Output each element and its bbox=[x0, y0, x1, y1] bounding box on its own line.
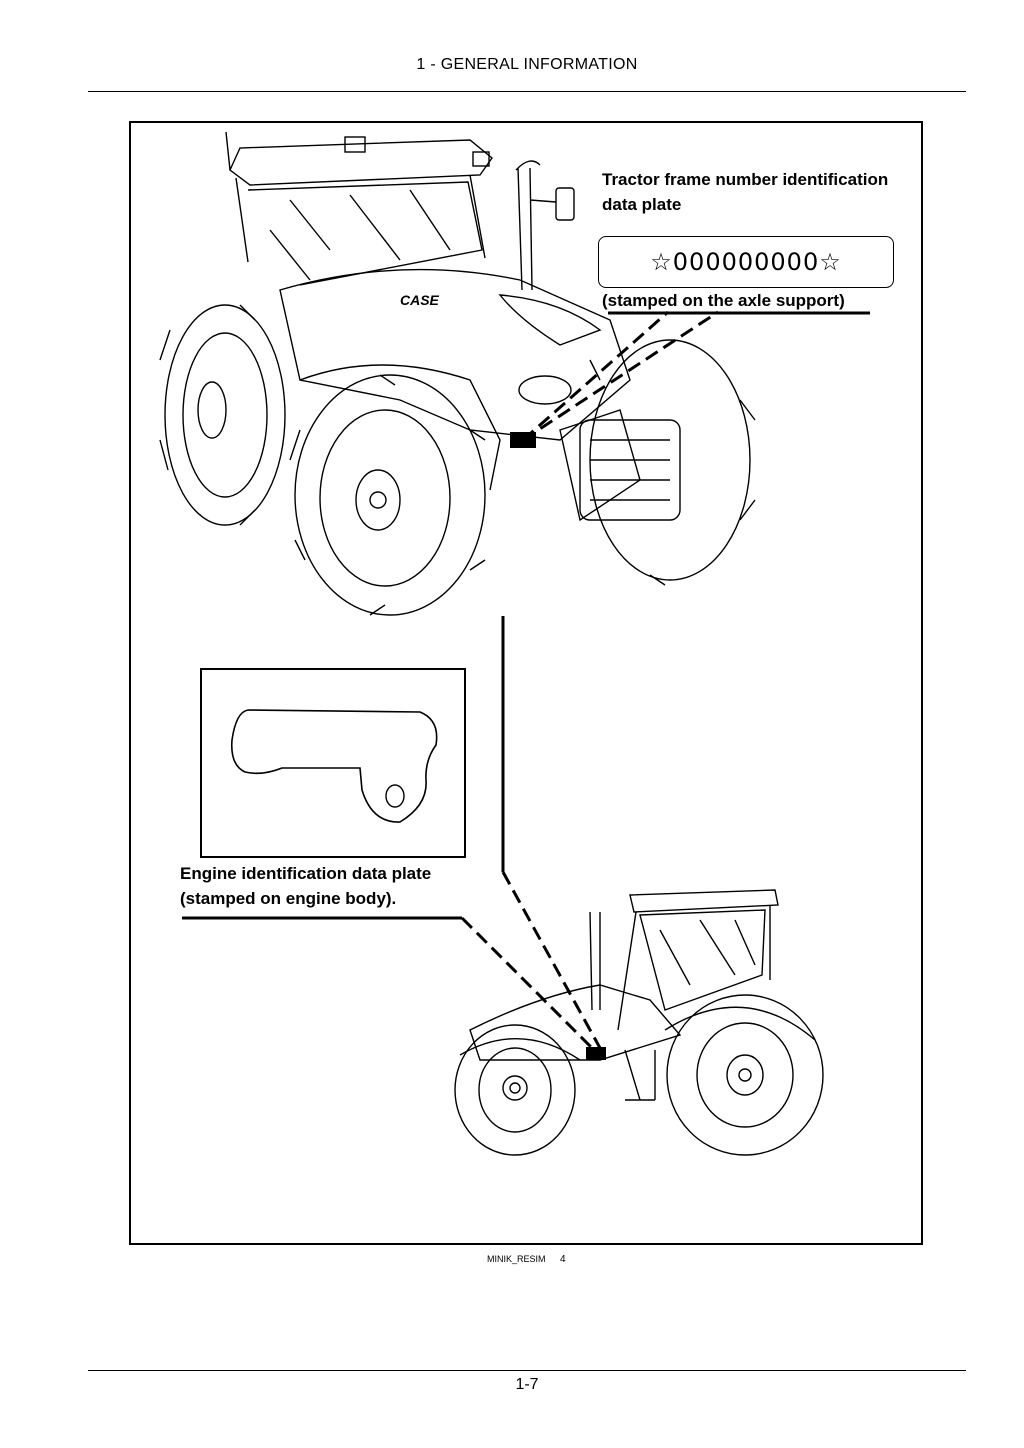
page-number: 1-7 bbox=[515, 1376, 539, 1393]
axle-support-note: (stamped on the axle support) bbox=[602, 291, 845, 310]
figure-reference: MINIK_RESIM bbox=[487, 1254, 546, 1264]
engine-plate-shape bbox=[230, 709, 438, 823]
frame-plate-caption-line2: data plate bbox=[602, 195, 682, 214]
header-rule bbox=[88, 91, 966, 92]
page-header-title: 1 - GENERAL INFORMATION bbox=[416, 56, 638, 73]
serial-number-plate: ☆000000000☆ bbox=[598, 236, 894, 288]
footer-rule bbox=[88, 1370, 966, 1371]
frame-plate-caption-line1: Tractor frame number identification bbox=[602, 170, 889, 189]
frame-plate-caption: Tractor frame number identification data… bbox=[602, 167, 922, 217]
frame-plate-leader-lines bbox=[522, 310, 719, 442]
figure-frame bbox=[129, 121, 923, 1245]
figure-number: 4 bbox=[560, 1254, 566, 1265]
svg-text:CASE: CASE bbox=[400, 292, 440, 308]
engine-plate-caption-line1: Engine identification data plate bbox=[180, 864, 432, 883]
small-tractor-drawing bbox=[454, 889, 824, 1156]
engine-plate-caption: Engine identification data plate (stampe… bbox=[180, 861, 500, 911]
engine-plate-caption-line2: (stamped on engine body). bbox=[180, 889, 397, 908]
large-tractor-drawing: CASE bbox=[159, 131, 756, 616]
